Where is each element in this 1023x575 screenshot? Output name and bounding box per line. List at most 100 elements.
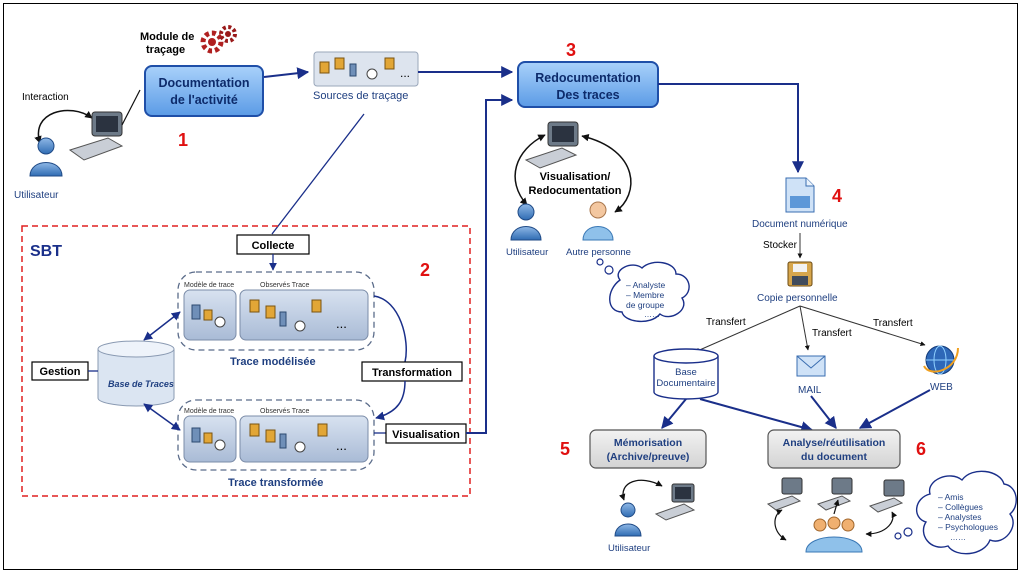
bubble1-item-1: – Analyste	[626, 280, 665, 290]
memorisation-line2: (Archive/preuve)	[607, 451, 690, 463]
module-label-line1: Module de	[140, 31, 194, 43]
sources-label: Sources de traçage	[313, 90, 408, 102]
arrow-base-transformee	[143, 403, 181, 431]
base-traces-label: Base de Traces	[108, 379, 174, 389]
step-number-6: 6	[916, 439, 926, 459]
transformation-line-top	[373, 295, 407, 363]
step-number-3: 3	[566, 40, 576, 60]
bubble2-item-4: – Psychologues	[938, 522, 998, 532]
bubble2-item-1: – Amis	[938, 492, 964, 502]
user-mid-label: Utilisateur	[506, 247, 548, 258]
analyse-line2: du document	[801, 451, 867, 463]
trace-dots-1: ...	[336, 316, 347, 331]
trace-sources-strip: ...	[313, 51, 419, 87]
floppy-disk-icon	[787, 261, 813, 287]
bubble2-item-3: – Analystes	[938, 512, 981, 522]
base-doc-line2: Documentaire	[656, 378, 715, 389]
document-numerique-label: Document numérique	[752, 219, 848, 230]
memorisation-line1: Mémorisation	[614, 437, 682, 449]
trace-transformee-frame	[177, 399, 375, 471]
trace-database	[97, 340, 175, 407]
vis-redoc-line2: Redocumentation	[529, 185, 622, 197]
trace-observed-panel	[239, 289, 369, 341]
computer-icon-bottom	[654, 483, 696, 521]
diagram-frame	[3, 3, 1018, 570]
model-label-1: Modèle de trace	[184, 282, 234, 289]
trace-modelisee-label: Trace modélisée	[230, 356, 316, 368]
arrow-base-modelisee	[143, 311, 181, 341]
trace-glyphs-1	[191, 299, 322, 332]
transfert-label-3: Transfert	[873, 318, 913, 329]
collecte-label: Collecte	[252, 240, 295, 252]
computer-icon-mid	[524, 121, 579, 169]
group-arrow-mid	[833, 499, 840, 515]
transfert-label-1: Transfert	[706, 317, 746, 328]
interaction-arrow	[34, 109, 93, 144]
transformation-arrow	[375, 380, 406, 421]
autre-personne-label: Autre personne	[566, 247, 631, 258]
arrow-user-computer-bottom	[619, 479, 663, 501]
bubble2-item-5: ……	[950, 533, 966, 542]
arrow-other-computer-mid	[581, 133, 632, 213]
user-left-label: Utilisateur	[14, 190, 59, 201]
gestion-label: Gestion	[40, 366, 81, 378]
transfert-label-2: Transfert	[812, 328, 852, 339]
trace-transformee-label: Trace transformée	[228, 477, 323, 489]
model-label-2: Modèle de trace	[184, 408, 234, 415]
bubble1-item-4: ……	[644, 310, 660, 319]
analyse-box	[767, 429, 901, 469]
step-number-4: 4	[832, 186, 842, 206]
documentation-activity-line2: de l'activité	[170, 93, 238, 107]
arrow-transfert-mail	[799, 305, 810, 351]
trace-glyphs-2	[191, 423, 328, 453]
arrow-base-to-memorisation	[661, 398, 687, 429]
bubble1-item-3: de groupe	[626, 300, 665, 310]
vis-redoc-line1: Visualisation/	[540, 171, 611, 183]
bubble2-item-2: – Collègues	[938, 502, 983, 512]
stocker-label: Stocker	[763, 240, 798, 251]
redocumentation-line1: Redocumentation	[535, 71, 641, 85]
sbt-container	[21, 225, 471, 497]
arrow-transfert-web	[799, 305, 926, 347]
arrow-base-to-analyse	[699, 398, 814, 433]
transformation-label: Transformation	[372, 367, 452, 379]
gears-icon	[200, 25, 237, 54]
step-number-5: 5	[560, 439, 570, 459]
arrow-mail-to-analyse	[810, 395, 837, 429]
group-arrow-right	[865, 511, 898, 537]
web-globe-icon	[923, 345, 959, 375]
trace-observed-panel-2	[239, 415, 369, 463]
base-documentaire-cylinder	[653, 348, 719, 400]
copie-personnelle-label: Copie personnelle	[757, 293, 838, 304]
sbt-title: SBT	[30, 243, 62, 260]
document-icon	[785, 177, 815, 213]
computer-icon	[68, 89, 141, 161]
redocumentation-line2: Des traces	[556, 88, 619, 102]
thought-bubble-1	[596, 258, 690, 322]
arrow-transfert-base	[694, 305, 801, 353]
observes-label-2: Observés Trace	[260, 408, 310, 415]
interaction-label: Interaction	[22, 92, 69, 103]
user-icon	[29, 137, 63, 177]
analyse-line1: Analyse/réutilisation	[783, 437, 886, 449]
mail-label: MAIL	[798, 385, 822, 396]
web-label: WEB	[930, 382, 953, 393]
observes-label-1: Observés Trace	[260, 282, 310, 289]
sources-dots: ...	[400, 66, 410, 80]
arrow-doc-to-sources	[263, 67, 310, 80]
arrow-user-computer-mid	[514, 134, 546, 206]
module-label-line2: traçage	[146, 44, 185, 56]
mail-icon	[796, 355, 826, 377]
other-person-icon	[582, 201, 614, 241]
trace-modelisee-frame	[177, 271, 375, 351]
trace-dots-2: ...	[336, 438, 347, 453]
user-bottom-label: Utilisateur	[608, 543, 650, 554]
arrow-redoc-to-document	[658, 83, 804, 174]
group-arrow-left	[774, 509, 787, 541]
base-doc-line1: Base	[675, 367, 697, 378]
documentation-activity-line1: Documentation	[159, 76, 250, 90]
arrow-visualisation-to-redoc	[466, 94, 514, 434]
memorisation-box	[589, 429, 707, 469]
transformation-box	[361, 361, 463, 382]
